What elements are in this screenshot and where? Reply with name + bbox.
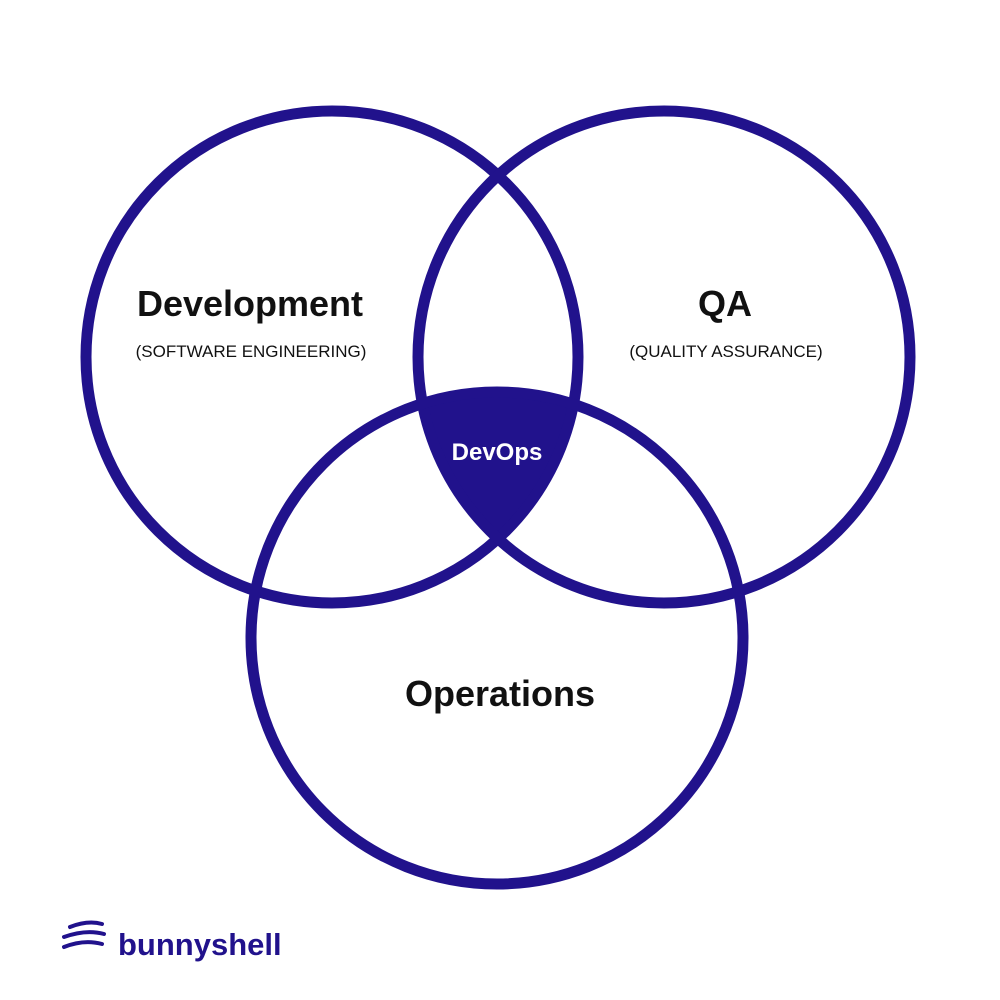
development-circle — [80, 105, 584, 609]
bunnyshell-waves-icon — [62, 920, 106, 949]
development-title: Development — [137, 283, 363, 324]
qa-subtitle: (QUALITY ASSURANCE) — [629, 342, 822, 361]
development-subtitle: (SOFTWARE ENGINEERING) — [136, 342, 367, 361]
devops-label: DevOps — [452, 439, 543, 466]
operations-title: Operations — [405, 673, 595, 714]
operations-circle — [245, 386, 749, 890]
qa-circle — [412, 105, 916, 609]
brand-name: bunnyshell — [118, 927, 282, 962]
qa-title: QA — [698, 283, 752, 324]
